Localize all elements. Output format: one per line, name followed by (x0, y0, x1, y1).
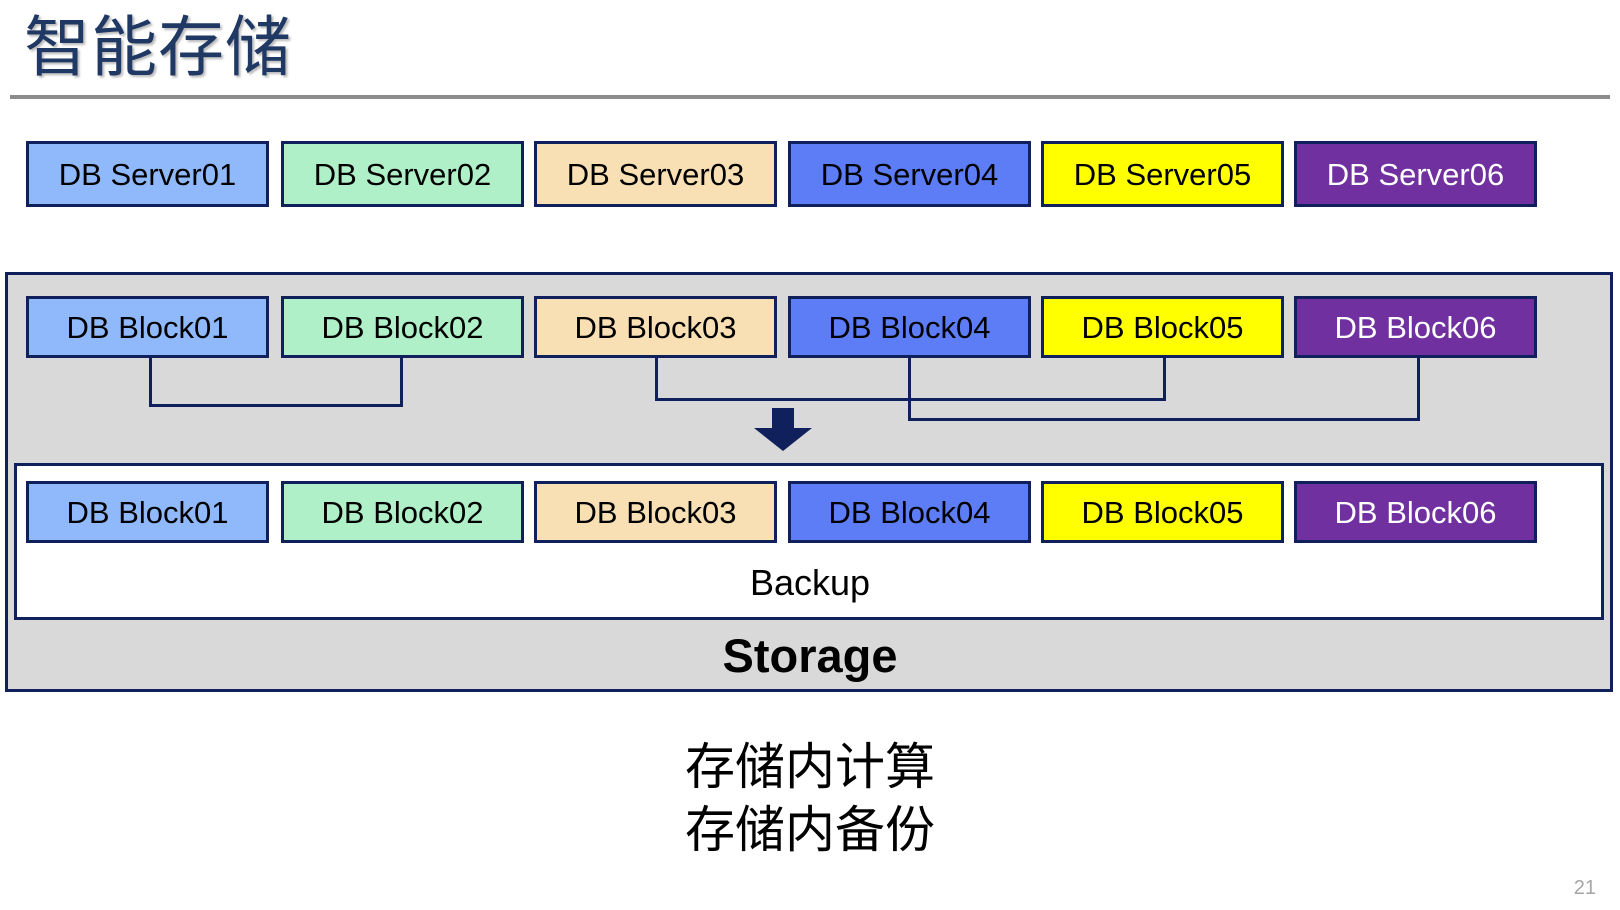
db-block-top-3[interactable]: DB Block03 (534, 296, 777, 358)
db-block-backup-label: DB Block06 (1334, 494, 1497, 530)
bracket-block03-block05-right-stem (1163, 358, 1166, 401)
caption-line-2: 存储内备份 (685, 802, 935, 858)
bracket-block04-block06-right-stem (1417, 358, 1420, 421)
db-server-box-2[interactable]: DB Server02 (281, 141, 524, 207)
page-number: 21 (1573, 877, 1596, 899)
caption-line-1: 存储内计算 (685, 739, 935, 795)
db-block-top-6[interactable]: DB Block06 (1294, 296, 1537, 358)
down-arrow-icon (754, 408, 812, 451)
db-block-backup-label: DB Block04 (828, 494, 991, 530)
db-block-top-2[interactable]: DB Block02 (281, 296, 524, 358)
db-server-box-3[interactable]: DB Server03 (534, 141, 777, 207)
caption: 存储内计算 存储内备份 (0, 736, 1620, 862)
db-server-box-label: DB Server05 (1073, 156, 1252, 192)
db-server-box-label: DB Server02 (313, 156, 492, 192)
db-block-top-label: DB Block06 (1334, 309, 1497, 345)
title-divider (10, 95, 1610, 99)
db-block-backup-label: DB Block05 (1081, 494, 1244, 530)
db-block-backup-6[interactable]: DB Block06 (1294, 481, 1537, 543)
db-server-box-1[interactable]: DB Server01 (26, 141, 269, 207)
db-block-backup-label: DB Block01 (66, 494, 229, 530)
db-server-box-label: DB Server03 (566, 156, 745, 192)
db-server-box-4[interactable]: DB Server04 (788, 141, 1031, 207)
db-block-top-label: DB Block03 (574, 309, 737, 345)
db-server-box-6[interactable]: DB Server06 (1294, 141, 1537, 207)
storage-label: Storage (722, 629, 898, 682)
db-block-backup-3[interactable]: DB Block03 (534, 481, 777, 543)
db-block-backup-1[interactable]: DB Block01 (26, 481, 269, 543)
db-block-backup-label: DB Block02 (321, 494, 484, 530)
bracket-block03-block05-left-stem (655, 358, 658, 401)
backup-label: Backup (749, 562, 871, 603)
bracket-block04-block06-crossbar (908, 418, 1420, 421)
db-server-box-5[interactable]: DB Server05 (1041, 141, 1284, 207)
db-block-top-1[interactable]: DB Block01 (26, 296, 269, 358)
db-server-box-label: DB Server04 (820, 156, 999, 192)
db-block-backup-label: DB Block03 (574, 494, 737, 530)
db-block-top-5[interactable]: DB Block05 (1041, 296, 1284, 358)
db-block-backup-2[interactable]: DB Block02 (281, 481, 524, 543)
db-block-backup-4[interactable]: DB Block04 (788, 481, 1031, 543)
db-block-top-label: DB Block04 (828, 309, 991, 345)
db-block-top-4[interactable]: DB Block04 (788, 296, 1031, 358)
db-block-backup-5[interactable]: DB Block05 (1041, 481, 1284, 543)
bracket-block01-block02-left-stem (149, 358, 152, 407)
db-block-top-label: DB Block02 (321, 309, 484, 345)
db-server-box-label: DB Server06 (1326, 156, 1505, 192)
page-title: 智能存储 (24, 10, 292, 84)
bracket-block04-block06-left-stem (908, 358, 911, 421)
db-block-top-label: DB Block05 (1081, 309, 1244, 345)
db-block-top-label: DB Block01 (66, 309, 229, 345)
db-server-box-label: DB Server01 (58, 156, 237, 192)
bracket-block01-block02-right-stem (400, 358, 403, 407)
bracket-block01-block02-crossbar (149, 404, 403, 407)
